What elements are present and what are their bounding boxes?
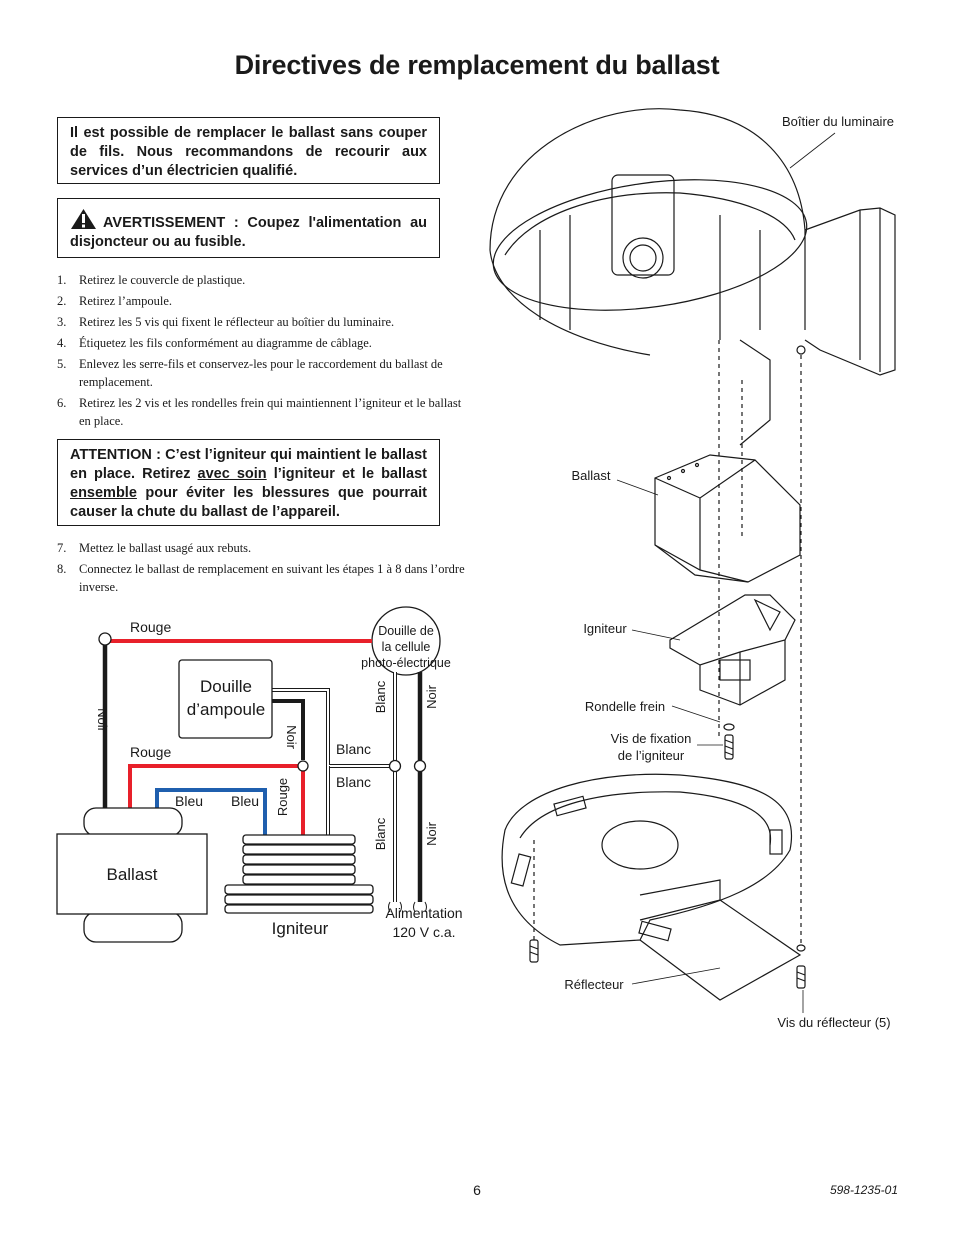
- red-wire-mid: [128, 764, 305, 808]
- reflector-screw-right: [796, 944, 806, 989]
- page-number: 6: [473, 1182, 481, 1198]
- svg-text:Bleu: Bleu: [231, 793, 259, 809]
- reflector-screw-left: [529, 939, 539, 963]
- list-item: 4.Étiquetez les fils conformément au dia…: [57, 336, 372, 350]
- svg-text:Noir: Noir: [424, 684, 439, 709]
- notice-text: Il est possible de remplacer le ballast …: [70, 125, 427, 179]
- svg-text:Réflecteur: Réflecteur: [564, 977, 624, 992]
- svg-text:Rouge: Rouge: [130, 744, 171, 760]
- svg-text:Noir: Noir: [284, 725, 299, 750]
- igniter-screw: [724, 734, 734, 760]
- svg-text:d’ampoule: d’ampoule: [187, 700, 265, 719]
- svg-text:Rouge: Rouge: [275, 778, 290, 816]
- ballast-part: [654, 454, 801, 583]
- svg-text:Boîtier du luminaire: Boîtier du luminaire: [782, 114, 894, 129]
- svg-text:la cellule: la cellule: [382, 640, 431, 654]
- svg-text:Ballast: Ballast: [106, 865, 157, 884]
- svg-text:Blanc: Blanc: [336, 741, 371, 757]
- list-item: 2.Retirez l’ampoule.: [57, 294, 173, 308]
- svg-text:Igniteur: Igniteur: [583, 621, 627, 636]
- svg-text:Blanc: Blanc: [373, 680, 388, 713]
- svg-text:Igniteur: Igniteur: [272, 919, 329, 938]
- list-item: 7.Mettez le ballast usagé aux rebuts.: [57, 541, 252, 555]
- svg-text:Vis de fixation: Vis de fixation: [611, 731, 692, 746]
- list-item: 1.Retirez le couvercle de plastique.: [57, 273, 246, 287]
- ballast-block: [56, 833, 208, 915]
- svg-text:Rouge: Rouge: [130, 619, 171, 635]
- notice-box: Il est possible de remplacer le ballast …: [57, 117, 440, 184]
- svg-text:de l’igniteur: de l’igniteur: [618, 748, 685, 763]
- white-wire-1: [272, 689, 395, 767]
- list-item: 3.Retirez les 5 vis qui fixent le réflec…: [57, 315, 395, 329]
- fixture-housing: [489, 108, 896, 446]
- svg-text:Douille: Douille: [200, 677, 252, 696]
- svg-text:photo-électrique: photo-électrique: [361, 656, 451, 670]
- document-code: 598-1235-01: [829, 1183, 898, 1197]
- lamp-socket: [178, 659, 273, 739]
- list-item: 8.Connectez le ballast de remplacement e…: [57, 562, 465, 594]
- warning-text: AVERTISSEMENT : Coupez l'alimentation au…: [70, 215, 427, 250]
- svg-text:Blanc: Blanc: [373, 817, 388, 850]
- svg-text:Noir: Noir: [95, 708, 110, 733]
- svg-text:Blanc: Blanc: [336, 774, 371, 790]
- igniter-block: [224, 834, 374, 914]
- igniter-part: [669, 594, 796, 706]
- lock-washer: [723, 723, 735, 731]
- list-item: 5.Enlevez les serre-fils et conservez-le…: [57, 357, 443, 389]
- svg-text:Bleu: Bleu: [175, 793, 203, 809]
- steps-list-b: 7.Mettez le ballast usagé aux rebuts. 8.…: [57, 539, 469, 599]
- caution-box: ATTENTION : C’est l’igniteur qui maintie…: [57, 439, 440, 526]
- reflector-part: [501, 773, 802, 1001]
- svg-text:Alimentation: Alimentation: [385, 905, 462, 921]
- svg-text:Douille de: Douille de: [378, 624, 434, 638]
- svg-text:Ballast: Ballast: [571, 468, 610, 483]
- warning-box: AVERTISSEMENT : Coupez l'alimentation au…: [57, 198, 440, 258]
- black-wire-socket: [272, 699, 305, 760]
- warning-triangle-icon: [71, 209, 96, 229]
- list-item: 6.Retirez les 2 vis et les rondelles fre…: [57, 396, 462, 428]
- steps-list-a: 1.Retirez le couvercle de plastique. 2.R…: [57, 271, 469, 433]
- svg-text:Rondelle frein: Rondelle frein: [585, 699, 665, 714]
- svg-text:120 V c.a.: 120 V c.a.: [392, 924, 455, 940]
- blue-wire: [155, 788, 267, 835]
- page-title: Directives de remplacement du ballast: [234, 50, 720, 80]
- svg-text:Vis du réflecteur (5): Vis du réflecteur (5): [777, 1015, 890, 1030]
- svg-text:Noir: Noir: [424, 821, 439, 846]
